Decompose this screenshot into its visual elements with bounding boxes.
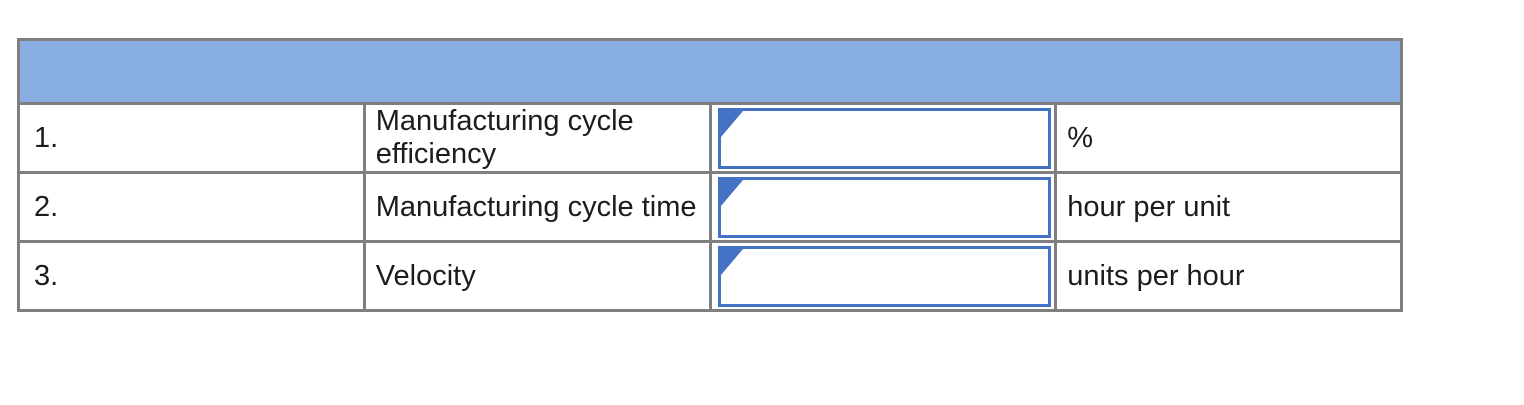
answer-box[interactable] [717,107,1052,169]
metrics-table: 1. Manufacturing cycle efficiency % 2. M… [17,38,1403,312]
row-number: 1. [17,102,366,174]
metric-label: Velocity [362,240,712,312]
answer-input[interactable] [720,248,1049,304]
table-row: 3. Velocity units per hour [17,240,1403,312]
answer-cell [708,102,1058,174]
row-number: 3. [17,240,366,312]
metric-label: Manufacturing cycle time [362,171,712,243]
flag-marker-icon [720,248,743,275]
flag-marker-icon [720,110,743,137]
row-number: 2. [17,171,366,243]
answer-input[interactable] [720,179,1049,235]
metric-label: Manufacturing cycle efficiency [362,102,712,174]
answer-cell [708,240,1058,312]
table-row: 1. Manufacturing cycle efficiency % [17,102,1403,174]
table-header-row [17,38,1403,105]
answer-input[interactable] [720,110,1049,166]
answer-box[interactable] [717,245,1052,307]
unit-label: % [1054,102,1403,174]
table-row: 2. Manufacturing cycle time hour per uni… [17,171,1403,243]
unit-label: hour per unit [1054,171,1403,243]
answer-cell [708,171,1058,243]
answer-box[interactable] [717,176,1052,238]
table-header-cell [17,38,1403,105]
unit-label: units per hour [1054,240,1403,312]
flag-marker-icon [720,179,743,206]
